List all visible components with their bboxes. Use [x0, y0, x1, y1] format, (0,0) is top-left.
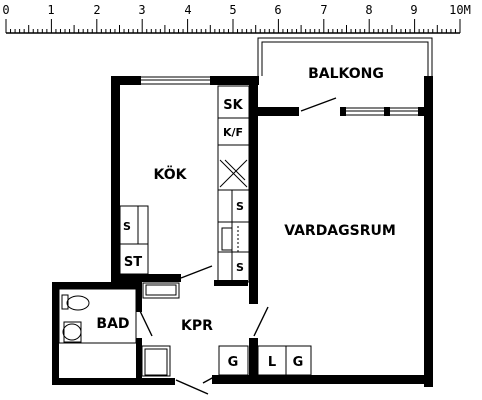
scale-label-4: 4 — [184, 3, 191, 17]
scale-label-2: 2 — [93, 3, 100, 17]
fixture-label-st: ST — [124, 255, 142, 270]
doors — [139, 97, 337, 395]
room-label-balkong: BALKONG — [308, 66, 384, 82]
walls — [52, 76, 433, 387]
scale-label-5: 5 — [229, 3, 236, 17]
toilet-icon — [61, 294, 69, 310]
fixture-label-g-left: G — [228, 355, 239, 370]
scale-label-7: 7 — [320, 3, 327, 17]
entrance-door — [175, 379, 209, 395]
balcony-window — [340, 107, 428, 116]
fixture-label-sk: SK — [223, 98, 243, 113]
scale-label-9: 9 — [410, 3, 417, 17]
closet-box — [142, 282, 180, 299]
entrance-door-2 — [202, 376, 215, 384]
scale-label-3: 3 — [138, 3, 145, 17]
fixture-label-g-right: G — [293, 355, 304, 370]
fixture-label-s-right-2: S — [236, 261, 244, 274]
room-label-kok: KÖK — [154, 165, 188, 183]
room-label-kpr: KPR — [181, 318, 213, 334]
scale-label-10: 10M — [449, 3, 471, 17]
scale-label-8: 8 — [365, 3, 372, 17]
bathroom-fixtures — [58, 288, 171, 377]
balcony-door — [300, 97, 337, 112]
room-label-vardagsrum: VARDAGSRUM — [284, 223, 396, 239]
balcony-railing — [257, 37, 433, 76]
scale-label-6: 6 — [274, 3, 281, 17]
room-label-bad: BAD — [96, 316, 129, 332]
fixture-label-l: L — [268, 355, 276, 370]
scale-label-1: 1 — [47, 3, 54, 17]
kitchen-door — [180, 265, 213, 279]
scale-label-0: 0 — [2, 3, 9, 17]
fixture-label-s-right-1: S — [236, 200, 244, 213]
sink-icon — [62, 323, 82, 341]
scale-ticks — [5, 19, 461, 33]
kitchen-right-cabinets — [217, 85, 250, 283]
kitchen-window — [141, 76, 210, 85]
scale-bar: 0 1 2 3 4 5 6 7 8 9 10M — [2, 3, 471, 34]
fixture-label-kf: K/F — [223, 126, 243, 139]
living-door — [253, 306, 269, 337]
fixture-label-s-left: S — [123, 220, 131, 233]
wardrobes — [218, 345, 312, 376]
kitchen-left-cabinets — [119, 205, 149, 275]
bath-door — [139, 310, 153, 337]
